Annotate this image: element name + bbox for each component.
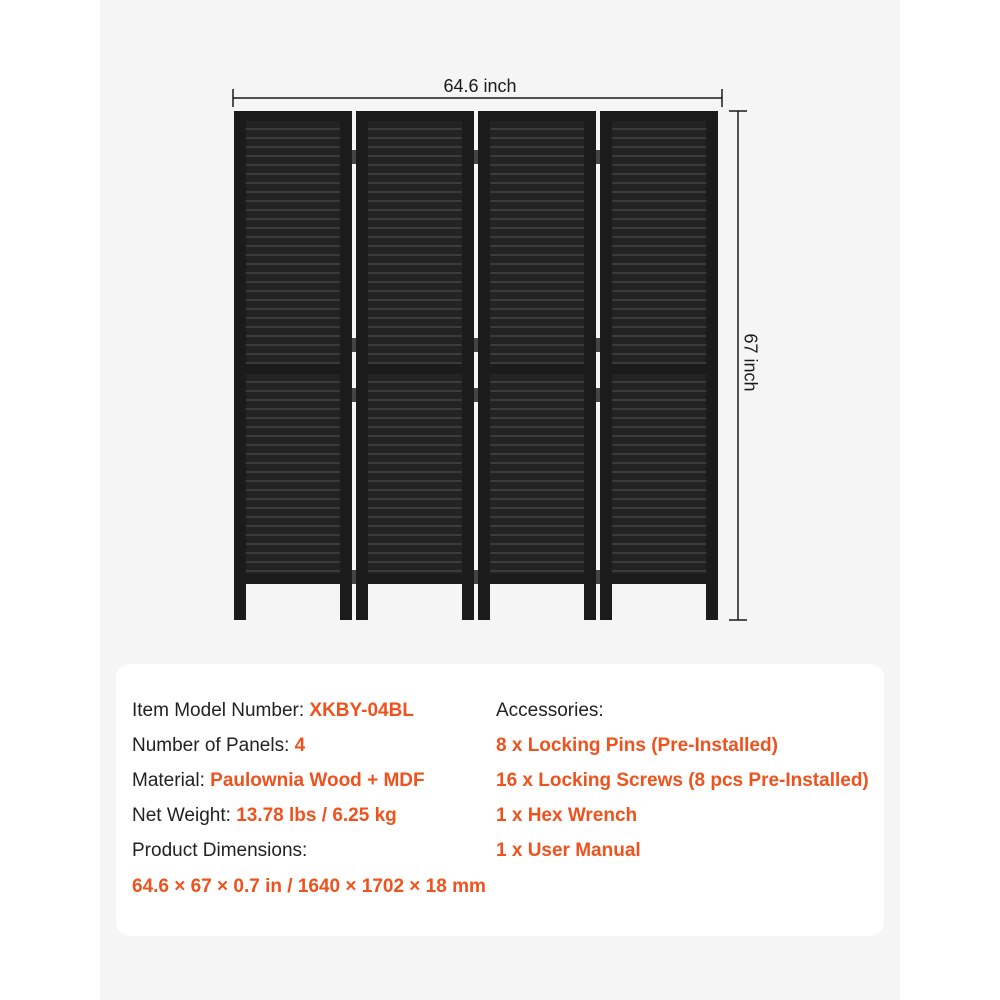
spec-material: Material: Paulownia Wood + MDF bbox=[132, 770, 425, 792]
height-label: 67 inch bbox=[740, 333, 761, 392]
spec-panels: Number of Panels: 4 bbox=[132, 735, 305, 757]
spec-model-value: XKBY-04BL bbox=[309, 700, 414, 721]
divider-panel bbox=[356, 111, 474, 620]
accessory-item: 16 x Locking Screws (8 pcs Pre-Installed… bbox=[496, 770, 869, 791]
spec-card bbox=[116, 664, 884, 936]
hinge bbox=[352, 338, 356, 352]
spec-model-label: Item Model Number: bbox=[132, 700, 305, 721]
hinge bbox=[352, 570, 356, 584]
divider-panels bbox=[234, 111, 718, 620]
hinge bbox=[474, 150, 478, 164]
hinge bbox=[596, 388, 600, 402]
spec-weight-label: Net Weight: bbox=[132, 805, 231, 826]
accessory-item: 1 x Hex Wrench bbox=[496, 805, 638, 826]
hinge bbox=[474, 570, 478, 584]
hinge bbox=[352, 388, 356, 402]
spec-weight: Net Weight: 13.78 lbs / 6.25 kg bbox=[132, 805, 397, 827]
spec-accessories-label: Accessories: bbox=[496, 700, 604, 721]
height-dimension-line bbox=[729, 110, 747, 621]
hinge bbox=[352, 150, 356, 164]
width-dimension-line bbox=[232, 89, 723, 107]
spec-weight-value: 13.78 lbs / 6.25 kg bbox=[236, 805, 397, 826]
spec-dimensions-value-row: 64.6 × 67 × 0.7 in / 1640 × 1702 × 18 mm bbox=[132, 876, 486, 898]
accessory-item: 8 x Locking Pins (Pre-Installed) bbox=[496, 735, 778, 756]
accessory-item: 1 x User Manual bbox=[496, 840, 641, 861]
spec-panels-label: Number of Panels: bbox=[132, 735, 290, 756]
spec-material-value: Paulownia Wood + MDF bbox=[210, 770, 425, 791]
width-label: 64.6 inch bbox=[443, 76, 517, 96]
spec-material-label: Material: bbox=[132, 770, 205, 791]
divider-panel bbox=[234, 111, 352, 620]
hinge bbox=[474, 388, 478, 402]
spec-dimensions-label: Product Dimensions: bbox=[132, 840, 308, 861]
hinge bbox=[596, 150, 600, 164]
spec-accessories: Accessories: bbox=[496, 700, 604, 722]
divider-panel bbox=[478, 111, 596, 620]
divider-panel bbox=[600, 111, 718, 620]
hinge bbox=[596, 338, 600, 352]
spec-model: Item Model Number: XKBY-04BL bbox=[132, 700, 414, 722]
hinge bbox=[596, 570, 600, 584]
hinge bbox=[474, 338, 478, 352]
spec-panels-value: 4 bbox=[294, 735, 306, 756]
spec-dimensions-value: 64.6 × 67 × 0.7 in / 1640 × 1702 × 18 mm bbox=[132, 876, 486, 897]
spec-dimensions: Product Dimensions: bbox=[132, 840, 307, 862]
